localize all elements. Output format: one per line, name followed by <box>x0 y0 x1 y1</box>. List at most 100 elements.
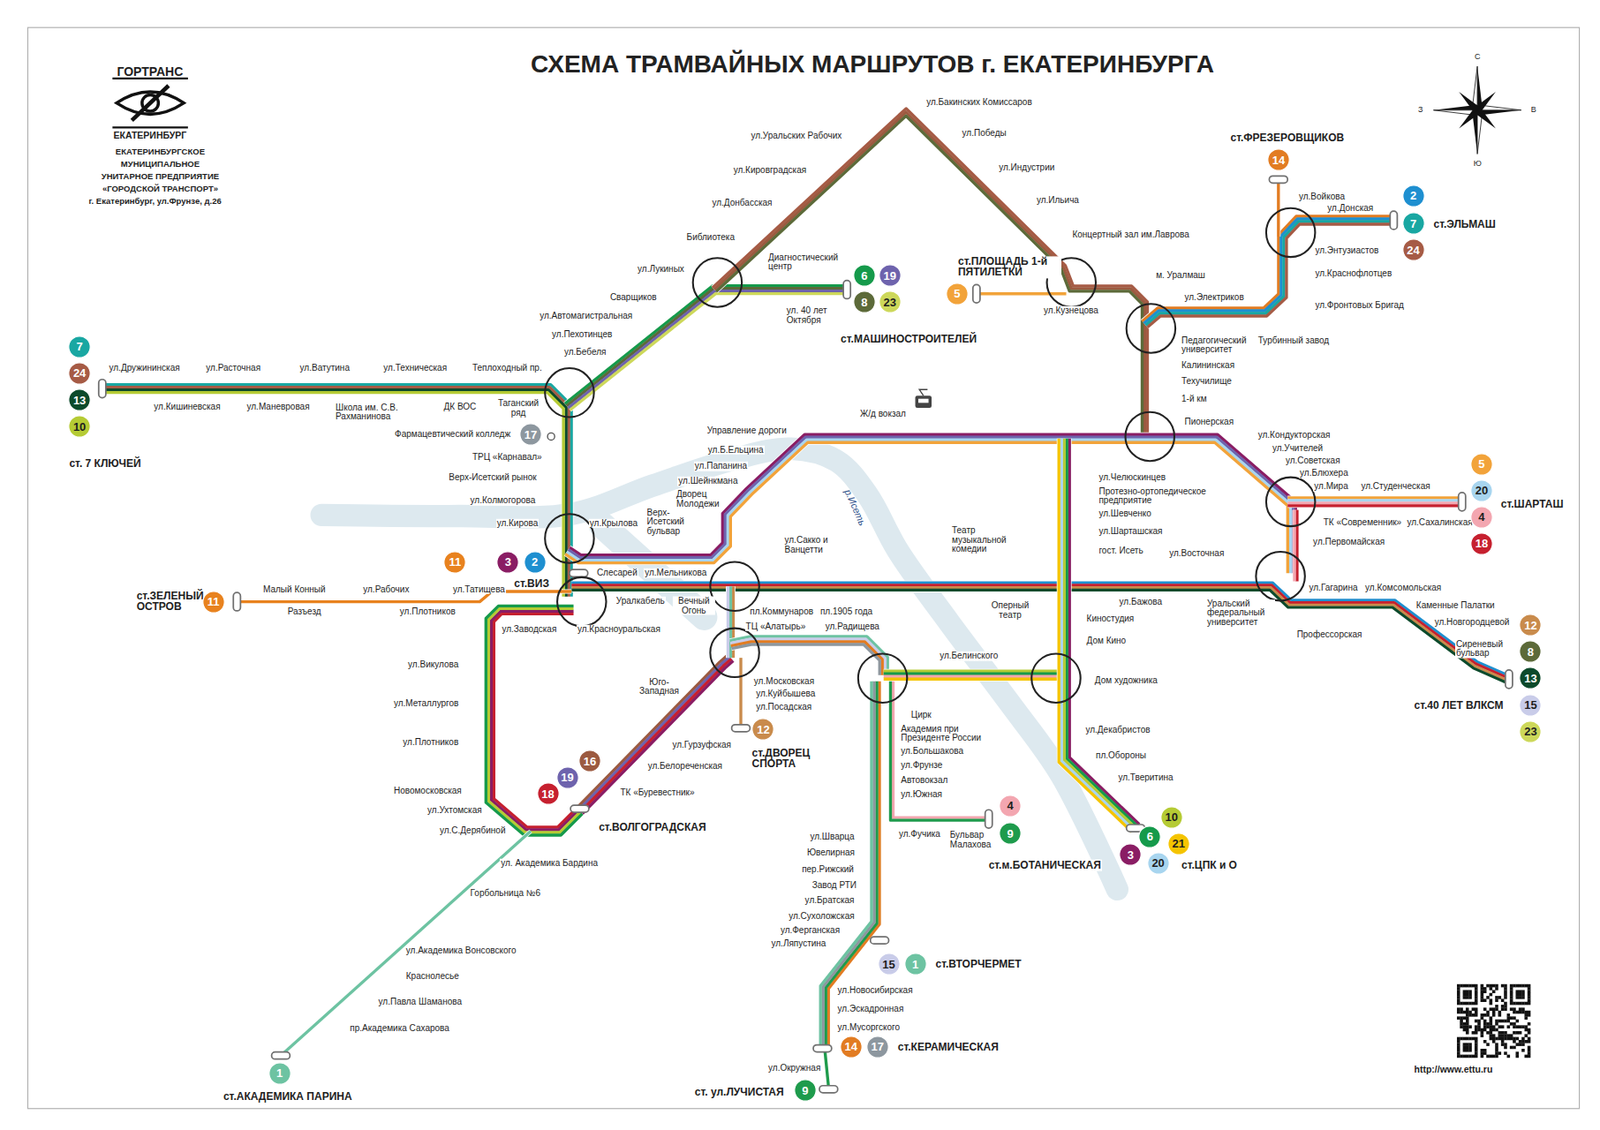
route-disc <box>202 591 224 613</box>
qr-module <box>1501 1025 1505 1029</box>
station-label: ТРЦ «Карнавал» <box>471 452 544 462</box>
terminal-name: ст.ФРЕЗЕРОВЩИКОВ <box>1230 132 1346 144</box>
route-stripe <box>1292 510 1296 582</box>
route-disc <box>877 953 899 975</box>
station-label: Профессорская <box>1296 630 1364 641</box>
route-disc <box>68 389 91 411</box>
route-stripe <box>567 437 1293 574</box>
terminal-name: ст.ВИЗ <box>513 578 551 590</box>
route-number-text: 9 <box>1006 827 1013 841</box>
interchange-ring <box>1266 208 1315 257</box>
route-stripe <box>571 588 1508 681</box>
station-label: Верх-Исетский рынок <box>447 473 537 484</box>
route-stripe <box>883 678 1065 681</box>
station-label: ул.Уральских Рабочих <box>749 130 843 141</box>
route-number: 2 <box>1402 184 1426 208</box>
org-text: г. Екатеринбург, ул.Фрунзе, д.26 <box>89 196 222 206</box>
qr-module <box>1463 996 1467 1000</box>
route-number-text: 17 <box>871 1040 884 1054</box>
qr-module <box>1480 1049 1485 1053</box>
terminal-name: ст.ДВОРЕЦ СПОРТА <box>751 747 831 770</box>
station-label: м. Уралмаш <box>1154 271 1207 281</box>
route-number-text: 9 <box>801 1084 808 1098</box>
qr-module <box>1492 1011 1496 1015</box>
qr-module <box>1521 1002 1525 1006</box>
train-icon <box>915 389 932 408</box>
route-number: 16 <box>578 749 602 773</box>
qr-module <box>1512 1037 1517 1042</box>
qr-module <box>1501 998 1505 1003</box>
qr-module <box>1456 1011 1461 1015</box>
qr-module <box>1459 1007 1464 1012</box>
qr-module <box>1501 1040 1505 1044</box>
route-disc <box>867 1035 889 1057</box>
qr-module <box>1507 1019 1511 1024</box>
bundle-casing <box>976 291 1067 296</box>
qr-module <box>1516 996 1520 1000</box>
route-disc <box>878 264 900 287</box>
qr-module <box>1474 984 1479 989</box>
station-label: ул.Новгородцевой <box>1433 618 1511 628</box>
qr-module <box>1489 1031 1494 1035</box>
qr-module <box>1512 1040 1517 1044</box>
qr-module <box>1480 989 1485 994</box>
station-label: ул.Ильича <box>1035 195 1080 205</box>
logo <box>112 78 188 128</box>
qr-module <box>1483 987 1487 991</box>
route-disc <box>520 423 542 446</box>
qr-module <box>1483 1013 1487 1018</box>
qr-module <box>1468 993 1472 997</box>
qr-module <box>1527 989 1532 994</box>
bundle-casing <box>739 657 744 726</box>
route-number: 4 <box>998 794 1022 818</box>
route-number: 3 <box>1118 843 1142 867</box>
station-label: Театр музыкальной комедии <box>950 527 1017 556</box>
station-label: Краснолесье <box>405 972 461 982</box>
qr-module <box>1474 996 1479 1000</box>
terminal-capsule <box>985 809 993 829</box>
route-number-text: 6 <box>860 269 868 283</box>
qr-module <box>1459 1037 1464 1042</box>
qr-module <box>1521 1007 1525 1012</box>
qr-module <box>1521 1049 1525 1053</box>
qr-module <box>1463 989 1467 994</box>
route-stripe <box>581 658 733 812</box>
station-label: Управление дороги <box>706 425 788 436</box>
qr-module <box>1494 1004 1499 1009</box>
route-number-text: 18 <box>1475 536 1488 551</box>
station-label: ул.Татищева <box>452 585 506 596</box>
station-label: ул.Шарташская <box>1097 527 1163 537</box>
qr-module <box>1492 1013 1496 1018</box>
terminal-capsule <box>870 936 890 944</box>
qr-module <box>1456 1037 1461 1042</box>
qr-module <box>1501 1019 1505 1024</box>
station-label: Завод РТИ <box>811 881 858 891</box>
route-number: 14 <box>1267 148 1291 172</box>
qr-module <box>1527 1040 1532 1044</box>
qr-module <box>1503 1033 1508 1038</box>
qr-module <box>1492 1033 1496 1038</box>
route-number-text: 23 <box>883 295 896 310</box>
qr-module <box>1503 1031 1508 1035</box>
station-label: ул.Белореченская <box>647 762 724 772</box>
route-disc <box>1519 614 1541 636</box>
qr-module <box>1501 1031 1505 1035</box>
qr-module <box>1498 1031 1502 1035</box>
qr-module <box>1489 1037 1494 1042</box>
route-stripe <box>716 115 1142 439</box>
qr-module <box>1524 1028 1528 1033</box>
station-label: ул.Заводская <box>500 625 558 635</box>
station-label: Концертный зал им.Лаврова <box>1071 230 1190 241</box>
qr-module <box>1465 1028 1470 1033</box>
interchange-ring <box>709 628 759 678</box>
route-disc <box>1519 694 1541 716</box>
route-number-text: 2 <box>1410 188 1417 203</box>
qr-module <box>1474 1046 1479 1050</box>
qr-module <box>1521 1011 1525 1015</box>
route-disc <box>497 551 519 574</box>
qr-module <box>1521 993 1525 997</box>
qr-module <box>1477 1019 1481 1024</box>
route-number-text: 1 <box>912 958 919 972</box>
qr-module <box>1518 1002 1523 1006</box>
route-stripe <box>731 644 880 676</box>
